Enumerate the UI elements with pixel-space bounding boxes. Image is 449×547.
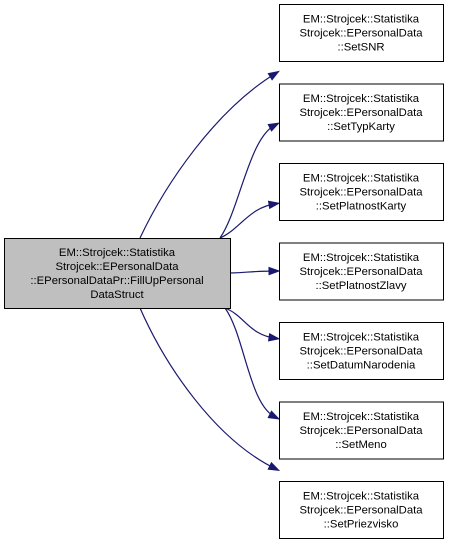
target-node-set-datum-narodenia-label-line: ::SetDatumNarodenia: [307, 360, 416, 372]
arrowhead: [267, 410, 281, 420]
target-node-set-priezvisko-label-line: Strojcek::EPersonalData: [299, 505, 423, 517]
target-node-set-datum-narodenia-label-line: EM::Strojcek::Statistika: [303, 332, 420, 344]
target-node-set-typ-karty-label-line: EM::Strojcek::Statistika: [303, 93, 420, 105]
target-node-set-snr-label-line: ::SetSNR: [337, 42, 384, 54]
arrowhead: [267, 461, 281, 472]
target-node-set-platnost-zlavy[interactable]: EM::Strojcek::StatistikaStrojcek::EPerso…: [279, 242, 444, 301]
target-node-set-snr-label-line: Strojcek::EPersonalData: [299, 28, 423, 40]
target-node-set-meno[interactable]: EM::Strojcek::StatistikaStrojcek::EPerso…: [279, 401, 444, 460]
arrowhead: [268, 266, 281, 276]
target-node-set-platnost-zlavy-label-line: EM::Strojcek::Statistika: [303, 252, 420, 264]
target-node-set-platnost-karty-label-line: ::SetPlatnostKarty: [316, 201, 407, 213]
target-node-set-platnost-zlavy-box: [279, 242, 444, 301]
target-node-set-meno-label-line: ::SetMeno: [335, 439, 387, 451]
target-node-set-platnost-karty-label-line: EM::Strojcek::Statistika: [303, 173, 420, 185]
target-node-set-platnost-karty[interactable]: EM::Strojcek::StatistikaStrojcek::EPerso…: [279, 163, 444, 221]
target-node-set-priezvisko[interactable]: EM::Strojcek::StatistikaStrojcek::EPerso…: [279, 481, 444, 539]
graph-nodes: EM::Strojcek::StatistikaStrojcek::EPerso…: [4, 4, 444, 539]
target-node-set-datum-narodenia[interactable]: EM::Strojcek::StatistikaStrojcek::EPerso…: [279, 322, 444, 380]
arrowhead: [267, 122, 281, 132]
target-node-set-datum-narodenia-box: [279, 322, 444, 380]
target-node-set-typ-karty-label-line: Strojcek::EPersonalData: [299, 107, 423, 119]
target-node-set-typ-karty[interactable]: EM::Strojcek::StatistikaStrojcek::EPerso…: [279, 83, 444, 142]
target-node-set-meno-label-line: EM::Strojcek::Statistika: [303, 411, 420, 423]
source-node-fillup-personal-datastruct-label-line: ::EPersonalDataPr::FillUpPersonal: [30, 275, 203, 287]
call-edge: [139, 71, 278, 239]
target-node-set-priezvisko-label-line: ::SetPriezvisko: [324, 519, 399, 531]
call-edge: [224, 307, 278, 419]
arrowhead: [267, 200, 281, 210]
target-node-set-priezvisko-box: [279, 481, 444, 539]
target-node-set-platnost-zlavy-label-line: Strojcek::EPersonalData: [299, 266, 423, 278]
target-node-set-typ-karty-label-line: ::SetTypKarty: [327, 121, 395, 133]
target-node-set-snr-box: [279, 4, 444, 62]
target-node-set-snr[interactable]: EM::Strojcek::StatistikaStrojcek::EPerso…: [279, 4, 444, 62]
target-node-set-platnost-zlavy-label-line: ::SetPlatnostZlavy: [315, 280, 406, 292]
target-node-set-typ-karty-box: [279, 83, 444, 142]
source-node-fillup-personal-datastruct-label-line: Strojcek::EPersonalData: [55, 261, 179, 273]
target-node-set-snr-label-line: EM::Strojcek::Statistika: [303, 14, 420, 26]
call-edges: [139, 70, 281, 472]
target-node-set-platnost-karty-label-line: Strojcek::EPersonalData: [299, 187, 423, 199]
arrowhead: [267, 70, 280, 81]
call-edge: [219, 123, 278, 239]
target-node-set-meno-box: [279, 401, 444, 460]
source-node-fillup-personal-datastruct-label-line: EM::Strojcek::Statistika: [59, 247, 176, 259]
target-node-set-platnost-karty-box: [279, 163, 444, 221]
call-edge: [139, 307, 278, 471]
target-node-set-datum-narodenia-label-line: Strojcek::EPersonalData: [299, 346, 423, 358]
source-node-fillup-personal-datastruct-label-line: DataStruct: [90, 289, 144, 301]
arrowhead: [267, 333, 281, 342]
target-node-set-meno-label-line: Strojcek::EPersonalData: [299, 425, 423, 437]
source-node-fillup-personal-datastruct-box: [4, 238, 231, 309]
source-node-fillup-personal-datastruct[interactable]: EM::Strojcek::StatistikaStrojcek::EPerso…: [4, 238, 231, 309]
target-node-set-priezvisko-label-line: EM::Strojcek::Statistika: [303, 491, 420, 503]
